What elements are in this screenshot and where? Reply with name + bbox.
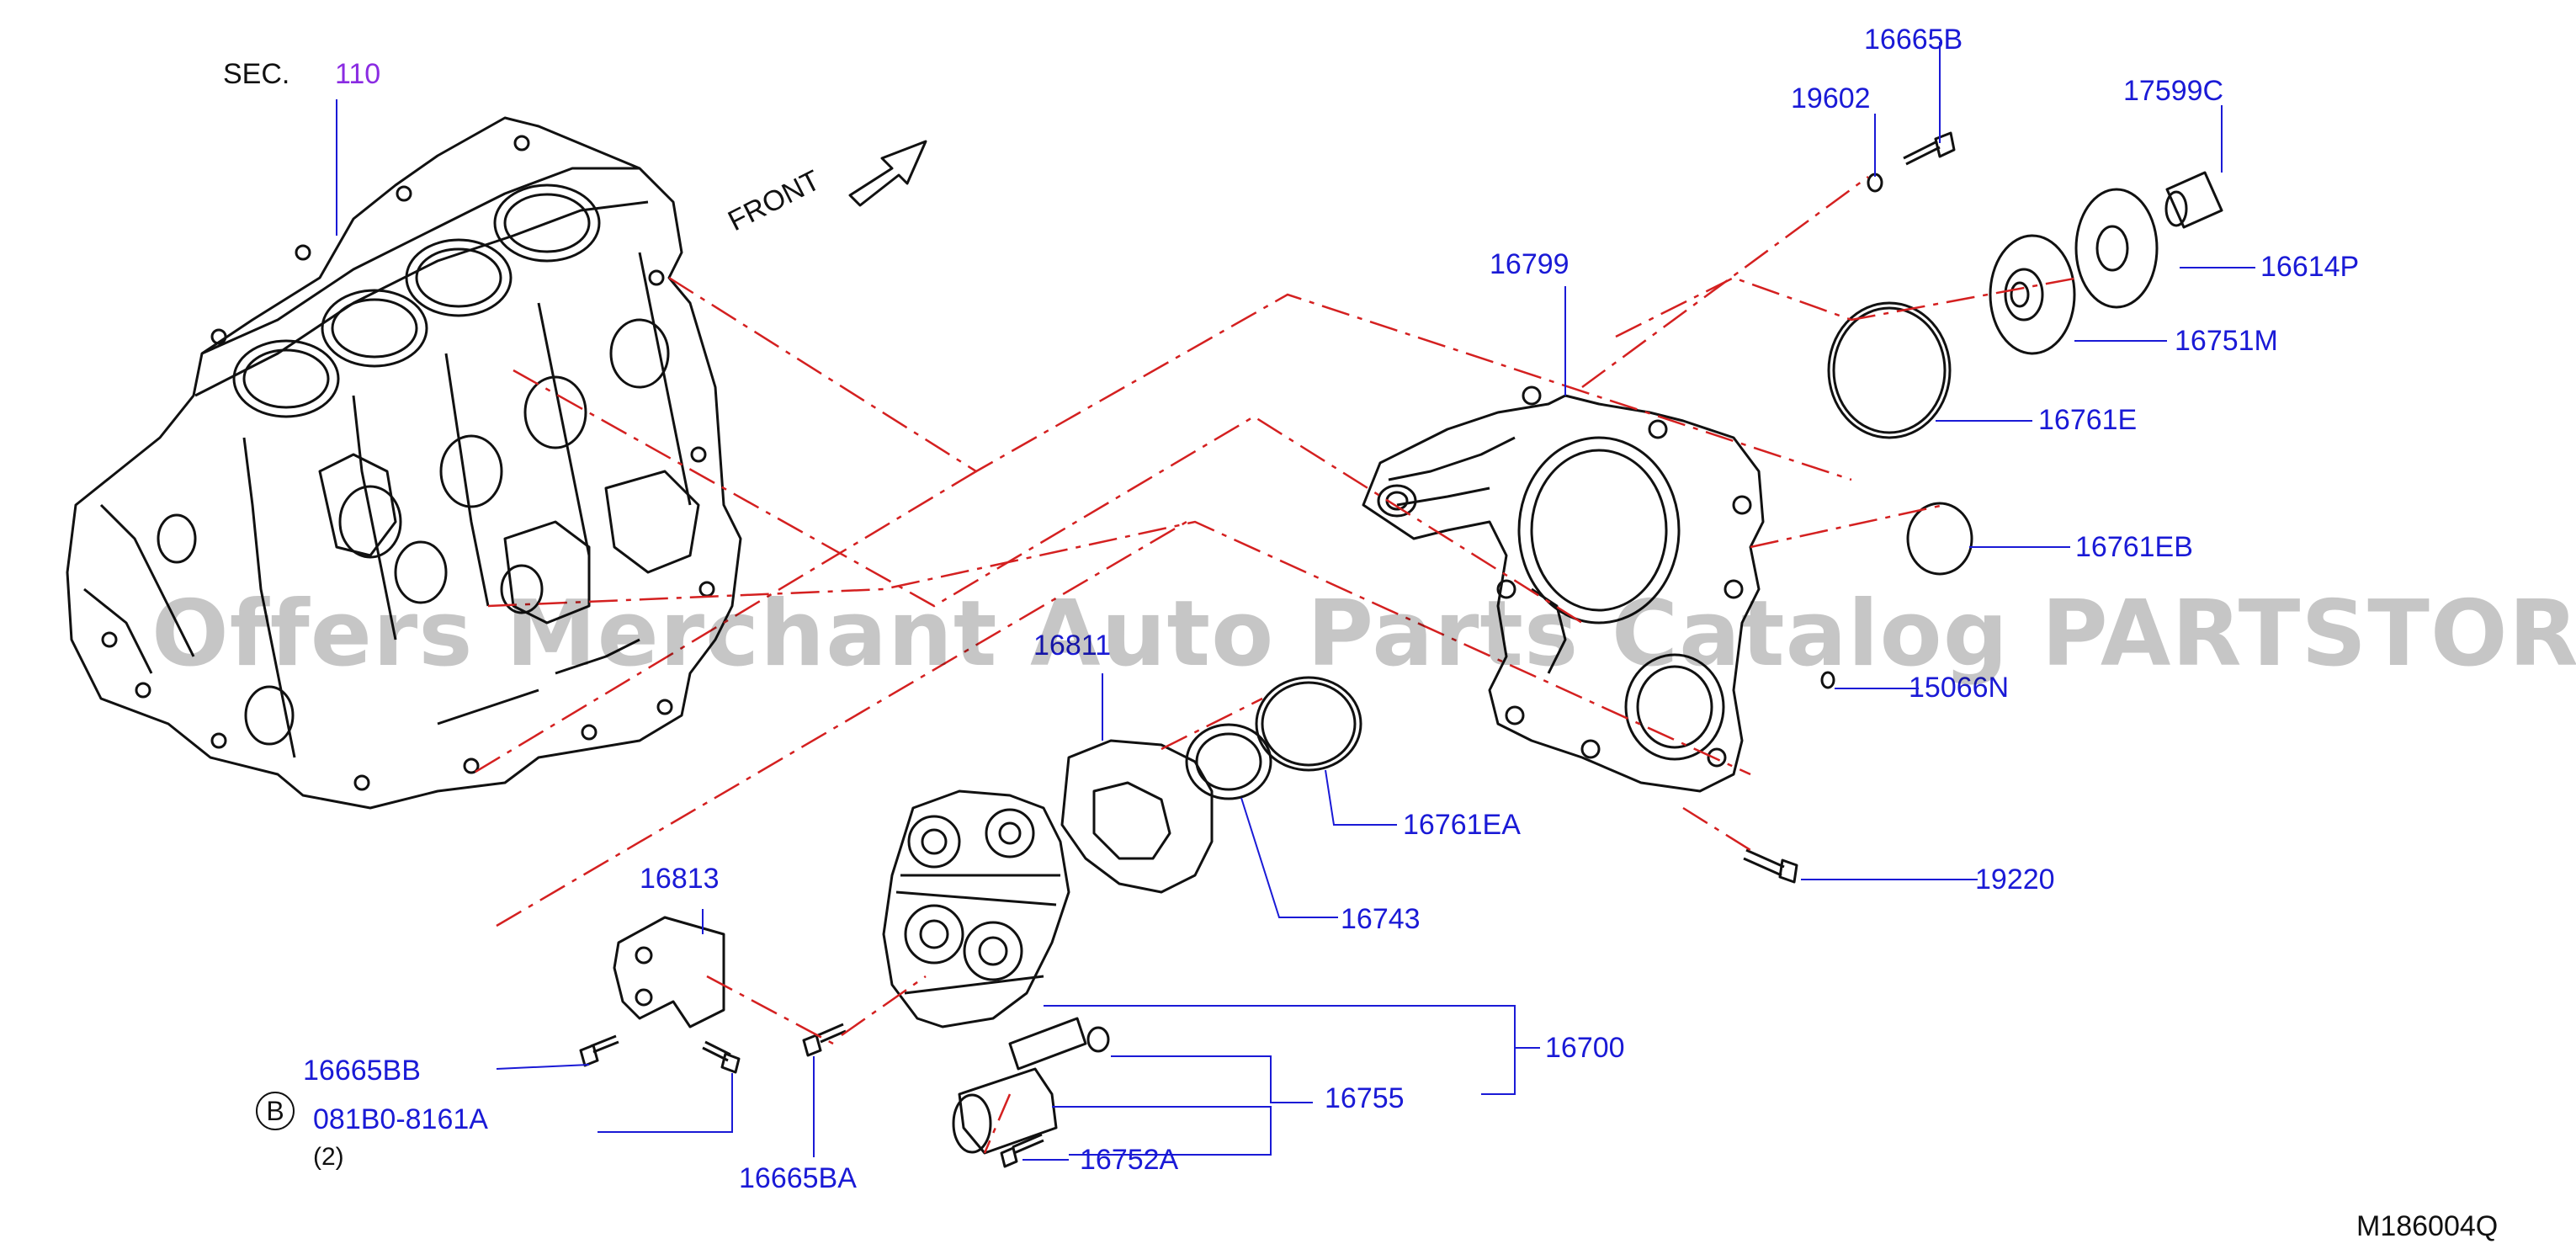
leader-lines xyxy=(336,42,2255,1161)
bolt-quantity: (2) xyxy=(313,1143,344,1171)
part-label-16700[interactable]: 16700 xyxy=(1545,1032,1625,1064)
part-label-16752A[interactable]: 16752A xyxy=(1080,1144,1179,1176)
bolt-16665BB-drawing xyxy=(579,1034,619,1067)
alignment-lines xyxy=(470,175,2079,1154)
part-label-16614P[interactable]: 16614P xyxy=(2260,251,2360,283)
bracket-16813-drawing xyxy=(613,916,725,1028)
part-label-16665BA[interactable]: 16665BA xyxy=(739,1162,857,1194)
watermark: Offers Merchant Auto Parts Catalog PARTS… xyxy=(151,582,2576,687)
sprocket-16751M-drawing xyxy=(1989,234,2076,355)
part-label-19602[interactable]: 19602 xyxy=(1791,82,1871,114)
section-prefix: SEC. xyxy=(223,58,290,90)
part-label-16755[interactable]: 16755 xyxy=(1325,1082,1405,1114)
diagram-code: M186004Q xyxy=(2356,1210,2499,1242)
plug-15066N-drawing xyxy=(1820,671,1835,689)
front-arrow-icon xyxy=(848,140,927,207)
part-label-16665BB[interactable]: 16665BB xyxy=(303,1055,421,1087)
part-label-16813[interactable]: 16813 xyxy=(640,863,720,895)
part-label-19220[interactable]: 19220 xyxy=(1975,864,2055,896)
timing-chain-drawing xyxy=(882,789,1070,1028)
solenoid-16755-drawing xyxy=(952,1017,1110,1155)
part-label-16761E[interactable]: 16761E xyxy=(2038,404,2138,436)
engine-block-drawing xyxy=(66,116,742,810)
part-label-16665B[interactable]: 16665B xyxy=(1864,24,1963,56)
bolt-16752A-drawing xyxy=(1000,1133,1044,1168)
part-label-17599C[interactable]: 17599C xyxy=(2123,75,2224,107)
bolt-type-b-badge: B xyxy=(256,1092,295,1130)
part-label-16761EB[interactable]: 16761EB xyxy=(2075,531,2193,563)
bushing-17599C-drawing xyxy=(2164,171,2223,229)
part-label-16743[interactable]: 16743 xyxy=(1341,903,1421,935)
part-label-16811[interactable]: 16811 xyxy=(1033,630,1112,662)
part-label-15066N[interactable]: 15066N xyxy=(1909,672,2010,704)
front-cover-drawing xyxy=(1362,385,1765,793)
section-number-link[interactable]: 110 xyxy=(335,58,381,90)
oring-16761EA-drawing xyxy=(1255,676,1362,772)
part-label-16751M[interactable]: 16751M xyxy=(2175,325,2278,357)
bolt-081B0-drawing xyxy=(702,1040,741,1074)
oring-16761EB-drawing xyxy=(1906,502,1973,576)
bolt-16665B-drawing xyxy=(1903,131,1956,166)
bolt-19220-drawing xyxy=(1743,848,1798,884)
part-label-081B0-8161A[interactable]: 081B0-8161A xyxy=(313,1103,488,1135)
chain-guide-drawing xyxy=(1060,739,1214,894)
plate-16614P-drawing xyxy=(2074,188,2159,309)
seal-16743-drawing xyxy=(1185,723,1272,800)
bolt-16665BA-drawing xyxy=(802,1023,847,1057)
part-label-16799[interactable]: 16799 xyxy=(1490,248,1570,280)
part-label-16761EA[interactable]: 16761EA xyxy=(1403,809,1521,841)
oring-16761E-drawing xyxy=(1827,301,1952,439)
